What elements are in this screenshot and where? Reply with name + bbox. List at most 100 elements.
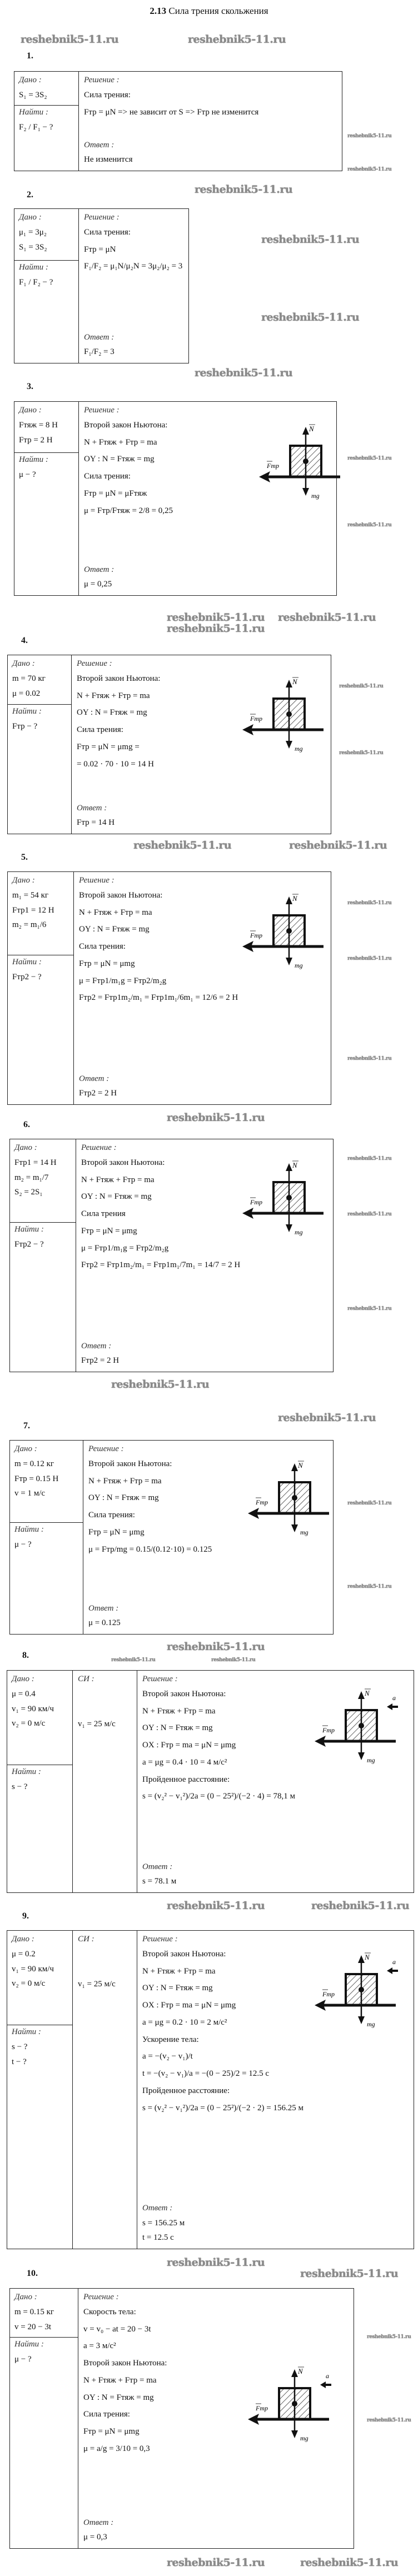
watermark: reshebnik5-11.ru	[261, 233, 360, 246]
gravity-arrow-icon	[286, 958, 292, 965]
find-cell: Найти :F₂ / F₁ − ?	[19, 107, 53, 137]
gravity-arrow-icon	[286, 741, 292, 749]
watermark: reshebnik5-11.ru	[347, 956, 392, 961]
solution-line: Сила трения:	[84, 472, 131, 481]
given-find-divider	[14, 105, 78, 106]
free-body-diagram: N Fтр mg	[242, 1160, 324, 1236]
problem-number: 4.	[21, 636, 28, 645]
watermark: reshebnik5-11.ru	[167, 1641, 265, 1653]
watermark: reshebnik5-11.ru	[167, 622, 265, 635]
normal-arrowhead-icon	[291, 1463, 298, 1471]
watermark: reshebnik5-11.ru	[347, 900, 392, 906]
solution-line: Fтр2 = Fтр1m₂/m₁ = Fтр1m₁/7m₁ = 14/7 = 2…	[81, 1260, 241, 1270]
solution-heading: Решение :	[84, 76, 120, 84]
watermark: reshebnik5-11.ru	[167, 611, 265, 624]
friction-arrow-icon	[242, 1208, 253, 1219]
answer-value: t = 12.5 с	[142, 2233, 174, 2243]
given-item: v = 20 − 3t	[14, 2322, 52, 2331]
solution-line: Пройденное расстояние:	[142, 1775, 230, 1784]
given-item: v₁ = 90 км/ч	[12, 1964, 54, 1974]
find-heading: Найти :	[12, 1767, 41, 1776]
problem-number: 8.	[22, 1651, 29, 1660]
solution-line: OY : N = Fтяж = mg	[142, 1723, 213, 1733]
solution-line: Fтр = μN = μmg	[83, 2427, 140, 2436]
solution-line: = 0.02 · 70 · 10 = 14 Н	[77, 759, 154, 769]
solution-line: OY : N = Fтяж = mg	[79, 925, 150, 934]
friction-arrow-icon	[242, 941, 253, 952]
solution-heading: Решение :	[83, 2293, 119, 2301]
solution-line: v = v₀ − at = 20 − 3t	[83, 2324, 151, 2334]
solution-line: Второй закон Ньютона:	[77, 674, 161, 683]
watermark: reshebnik5-11.ru	[311, 1900, 410, 1912]
solution-line: Сила трения:	[79, 942, 126, 951]
problem-number: 9.	[22, 1911, 29, 1921]
solution-line: a = −(v₂ − v₁)/t	[142, 2052, 193, 2061]
solution-line: Второй закон Ньютона:	[83, 2359, 167, 2368]
solution-line: OX : Fтр = ma = μN = μmg	[142, 1741, 236, 1750]
watermark: reshebnik5-11.ru	[261, 311, 360, 323]
given-heading: Дано :	[19, 76, 42, 84]
solution-line: Ускорение тела:	[142, 2035, 199, 2044]
given-find-divider	[14, 452, 78, 453]
solution-line: μ = a/g = 3/10 = 0,3	[83, 2444, 150, 2453]
acceleration-arrow-icon	[387, 1967, 398, 1974]
solution-line: Скорость тела:	[83, 2307, 136, 2316]
acceleration-label: a	[392, 1958, 396, 1966]
given-item: v = 1 м/с	[14, 1489, 46, 1498]
answer-value: s = 156.25 м	[142, 2218, 185, 2228]
answer-value: μ = 0.125	[88, 1618, 121, 1628]
answer-heading: Ответ :	[88, 1603, 119, 1613]
watermark: reshebnik5-11.ru	[300, 2268, 399, 2280]
watermark: reshebnik5-11.ru	[347, 133, 392, 139]
find-item: μ − ?	[14, 2354, 32, 2364]
friction-label: Fтр	[250, 1198, 262, 1206]
friction-label: Fтр	[266, 462, 279, 470]
given-item: m₂ = m₁/7	[14, 1173, 49, 1182]
answer-value: Fтр2 = 2 Н	[81, 1356, 120, 1366]
watermark: reshebnik5-11.ru	[367, 2334, 411, 2340]
find-heading: Найти :	[12, 707, 42, 716]
given-item: v₁ = 90 км/ч	[12, 1704, 54, 1713]
find-item: F₂ / F₁ − ?	[19, 122, 53, 132]
given-item: Fтр = 0.15 Н	[14, 1474, 59, 1483]
solution-line: Второй закон Ньютона:	[88, 1459, 172, 1468]
solution-line: N + Fтяж + Fтр = ma	[81, 1175, 155, 1184]
friction-arrow-icon	[248, 2414, 259, 2425]
solution-heading: Решение :	[142, 1935, 178, 1944]
find-cell: Найти :μ − ?	[14, 2339, 44, 2369]
free-body-diagram: N Fтр mg a	[248, 2366, 331, 2442]
solution-line: Второй закон Ньютона:	[84, 420, 168, 430]
column-divider	[78, 209, 79, 363]
find-cell: Найти :Fтр2 − ?	[12, 957, 42, 987]
watermark: reshebnik5-11.ru	[188, 33, 286, 46]
solution-line: Fтр2 = Fтр1m₂/m₁ = Fтр1m₁/6m₁ = 12/6 = 2…	[79, 993, 238, 1003]
si-spacer	[78, 1689, 116, 1715]
friction-arrow-icon	[315, 2000, 326, 2011]
find-cell: Найти :Fтр2 − ?	[14, 1224, 44, 1254]
acceleration-label: a	[326, 2372, 329, 2380]
given-find-divider	[10, 1522, 83, 1523]
gravity-label: mg	[300, 1528, 308, 1536]
answer-cell: Ответ :F₁/F₂ = 3	[84, 332, 115, 362]
solution-line: t = −(v₂ − v₁)/a = −(0 − 25)/2 = 12.5 с	[142, 2069, 269, 2078]
solution-cell: Решение :Второй закон Ньютона:N + Fтяж +…	[81, 1143, 240, 1277]
normal-label: N	[308, 425, 315, 433]
problem-number: 1.	[27, 51, 33, 61]
free-body-diagram-wrap: N Fтр mg a	[311, 1687, 400, 1767]
solution-cell: Решение :Сила трения:Fтр = μN => не зави…	[84, 75, 258, 124]
si-item: v₁ = 25 м/с	[78, 1719, 116, 1728]
si-heading: СИ :	[78, 1675, 94, 1683]
find-item: Fтр − ?	[12, 721, 38, 731]
find-item: Fтр2 − ?	[12, 972, 42, 981]
find-cell: Найти :F₁ / F₂ − ?	[19, 262, 53, 292]
answer-value: s = 78.1 м	[142, 1877, 177, 1886]
given-item: v₂ = 0 м/с	[12, 1979, 46, 1989]
watermark: reshebnik5-11.ru	[347, 167, 392, 172]
watermark: reshebnik5-11.ru	[167, 1112, 265, 1124]
